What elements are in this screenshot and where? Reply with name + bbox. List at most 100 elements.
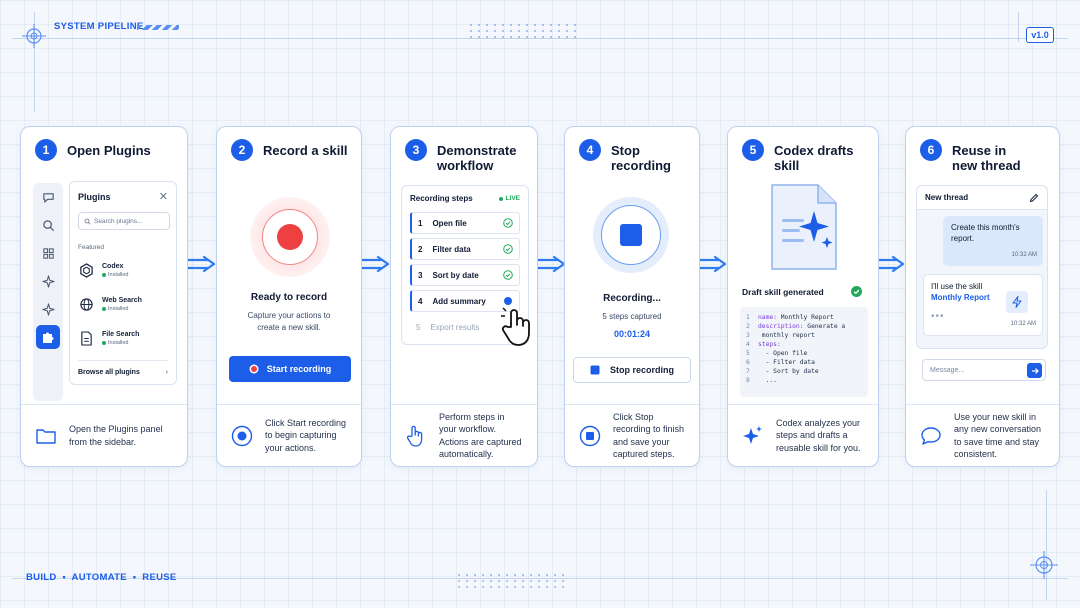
step-number: 6: [920, 139, 942, 161]
step-card-reuse-new-thread: 6 Reuse in new thread New thread Create …: [905, 126, 1060, 467]
installed-dot: [102, 340, 106, 345]
crosshair-icon: [1030, 551, 1058, 579]
step-description: Click Stop recording to finish and save …: [613, 411, 685, 460]
featured-label: Featured: [78, 244, 105, 251]
record-icon: [249, 364, 259, 374]
decorative-dots-bottom: [458, 574, 570, 592]
step-title: Reuse in new thread: [952, 143, 1021, 173]
step-description: Use your new skill in any new conversati…: [954, 411, 1042, 460]
message-input[interactable]: Message...: [922, 359, 1046, 381]
step-description: Codex analyzes your steps and drafts a r…: [776, 417, 861, 453]
stop-icon: [579, 425, 601, 447]
typing-dots: •••: [931, 311, 945, 322]
live-badge: LIVE: [498, 194, 520, 203]
plugin-status: Installed: [108, 271, 129, 278]
flow-arrow: [697, 255, 727, 273]
step-title: Stop recording: [611, 143, 671, 173]
check-circle-icon: [503, 218, 513, 228]
search-placeholder: Search plugins...: [94, 217, 143, 225]
grid-icon[interactable]: [40, 245, 56, 261]
status-title: Ready to record: [250, 292, 328, 303]
search-icon: [84, 218, 91, 225]
stop-recording-label: Stop recording: [609, 365, 674, 375]
start-recording-button[interactable]: Start recording: [229, 356, 351, 382]
step-title: Record a skill: [263, 143, 348, 158]
plugin-status: Installed: [108, 305, 129, 312]
record-icon: [277, 224, 303, 250]
plugins-panel: Plugins ✕ Search plugins... Featured Cod…: [69, 181, 177, 385]
chat-icon[interactable]: [40, 189, 56, 205]
puzzle-icon[interactable]: [36, 325, 60, 349]
search-plugins-input[interactable]: Search plugins...: [78, 212, 170, 230]
recording-timer: 00:01:24: [613, 329, 651, 339]
skill-bolt-icon[interactable]: [1006, 291, 1028, 313]
stop-recording-button[interactable]: Stop recording: [573, 357, 691, 383]
step-number: 5: [742, 139, 764, 161]
sparkle-icon[interactable]: [40, 301, 56, 317]
step-card-codex-drafts-skill: 5 Codex drafts skill Draft skill generat…: [727, 126, 879, 467]
step-title: Open Plugins: [67, 143, 151, 158]
flow-arrow: [360, 255, 390, 273]
step-number: 1: [35, 139, 57, 161]
stop-icon: [590, 365, 600, 375]
skill-name-link[interactable]: Monthly Report: [931, 293, 990, 302]
pencil-icon[interactable]: [1029, 193, 1039, 203]
draft-generated-label: Draft skill generated: [742, 287, 824, 297]
system-pipeline-label: SYSTEM PIPELINE: [54, 21, 144, 32]
step-number: 3: [405, 139, 427, 161]
send-button[interactable]: [1027, 363, 1042, 378]
arrow-right-icon: [1031, 367, 1039, 374]
start-recording-label: Start recording: [266, 364, 332, 374]
assistant-message: I'll use the skill Monthly Report ••• 10…: [923, 274, 1043, 336]
installed-dot: [102, 306, 106, 311]
plugins-panel-title: Plugins: [78, 192, 111, 202]
status-subtitle: Capture your actions to create a new ski…: [247, 311, 331, 332]
close-icon[interactable]: ✕: [158, 191, 168, 203]
sparkle-icon: [742, 425, 764, 447]
codex-logo-icon: [78, 262, 94, 278]
step-number: 2: [231, 139, 253, 161]
decorative-stripes: [137, 25, 179, 30]
status-title: Recording...: [603, 293, 661, 304]
hand-pointer-icon: [405, 425, 427, 447]
step-card-record-skill: 2 Record a skill Ready to record Capture…: [216, 126, 362, 467]
hand-pointer-icon: [501, 307, 530, 346]
search-icon[interactable]: [40, 217, 56, 233]
recording-steps-title: Recording steps: [410, 194, 473, 203]
chevron-right-icon: ›: [165, 369, 168, 376]
globe-icon: [78, 296, 94, 312]
check-circle-icon: [503, 270, 513, 280]
stop-icon: [620, 224, 642, 246]
step-card-open-plugins: 1 Open Plugins Plugins ✕ Search plugins.…: [20, 126, 188, 467]
record-ring: [262, 209, 318, 265]
step-description: Open the Plugins panel from the sidebar.: [69, 424, 163, 447]
browse-all-plugins-link[interactable]: Browse all plugins ›: [78, 360, 168, 376]
step-title: Demonstrate workflow: [437, 143, 517, 173]
plugin-item-web-search[interactable]: Web Search Installed: [78, 296, 142, 312]
tagline: BUILD • AUTOMATE • REUSE: [26, 572, 177, 583]
steps-captured: 5 steps captured: [602, 312, 662, 321]
chat-bubble-icon: [920, 425, 942, 447]
plugin-item-codex[interactable]: Codex Installed: [78, 262, 129, 278]
plugin-item-file-search[interactable]: File Search Installed: [78, 330, 139, 346]
step-description: Click Start recording to begin capturing…: [265, 417, 347, 453]
user-message: Create this month's report. 10:32 AM: [943, 216, 1043, 266]
plugin-name: Web Search: [102, 296, 142, 304]
step-card-demonstrate-workflow: 3 Demonstrate workflow Recording steps L…: [390, 126, 538, 467]
app-sidebar: [33, 183, 63, 401]
active-dot-icon: [504, 297, 512, 305]
sparkle-icon[interactable]: [40, 273, 56, 289]
thread-title: New thread: [925, 193, 969, 202]
decorative-dots-top: [470, 24, 582, 42]
crosshair-icon: [22, 24, 46, 48]
step-number: 4: [579, 139, 601, 161]
plugin-status: Installed: [108, 339, 129, 346]
assistant-text: I'll use the skill: [931, 282, 983, 291]
